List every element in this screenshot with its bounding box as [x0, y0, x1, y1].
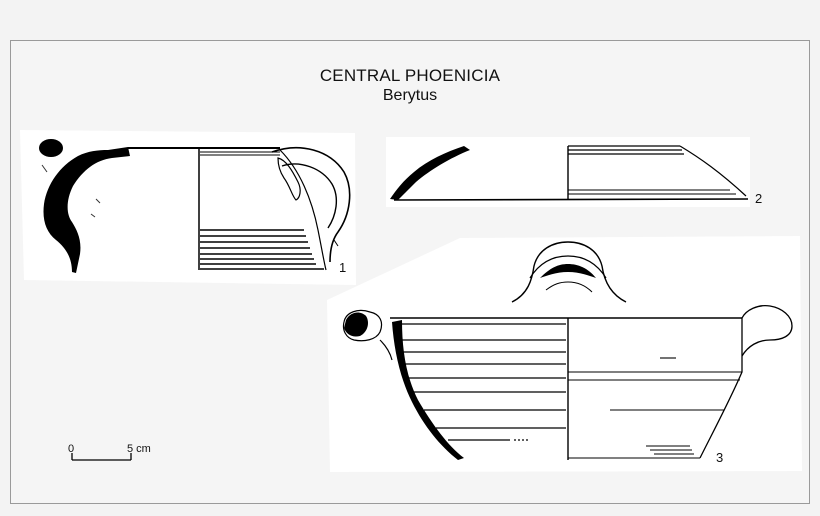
vessel-3-right-handle	[741, 304, 793, 357]
vessel-1-handle-attachment	[277, 157, 301, 201]
vessel-3-left-lug	[342, 309, 383, 342]
vessel-3-inner-bands	[402, 323, 566, 441]
figure-3-number: 3	[716, 450, 723, 465]
vessel-3-wall-section	[392, 320, 464, 460]
vessel-3-left-lug-joint	[379, 339, 393, 361]
plate-subtitle: Berytus	[382, 87, 438, 104]
scale-bar-start-label: 0	[68, 443, 74, 455]
vessel-3-handle-top-middle	[529, 255, 607, 279]
vessel-3-outer-bands	[568, 357, 742, 459]
vessel-2-outer-wall	[679, 145, 747, 197]
vessel-1-outer-wall	[279, 149, 327, 271]
vessel-1-sheet	[20, 130, 356, 285]
vessel-3-handle-inner	[545, 281, 593, 293]
vessel-3-handle-section	[540, 264, 596, 278]
vessel-1-tick	[41, 164, 48, 173]
vessel-1-handle-outer	[271, 146, 351, 263]
vessel-2-base-line	[393, 198, 749, 201]
vessel-1-bands	[200, 229, 324, 270]
title-block: CENTRAL PHOENICIA Berytus	[0, 66, 820, 106]
vessel-3-handle-top-outer	[511, 241, 627, 303]
vessel-2-drawing: 2	[386, 137, 762, 207]
vessel-1-tick	[95, 198, 101, 204]
figure-2-number: 2	[755, 191, 762, 206]
scale-bar-end-label: 5 cm	[127, 443, 151, 455]
vessel-2-wall-section	[390, 146, 470, 200]
figure-1-number: 1	[339, 260, 346, 275]
vessel-3-outer-wall	[699, 318, 743, 459]
vessel-1-drawing: 1	[20, 130, 356, 285]
vessel-1-wall-section	[43, 147, 130, 273]
vessel-3-lug-section	[344, 312, 368, 337]
scale-bar: 0 5 cm	[68, 443, 151, 461]
plate-title: CENTRAL PHOENICIA	[319, 66, 501, 85]
vessel-1-tick	[90, 213, 96, 218]
vessel-1-handle-inner	[281, 163, 338, 229]
vessel-1-rim-section	[39, 139, 63, 157]
vessel-1-tick	[333, 239, 339, 247]
vessel-3-sheet	[327, 236, 802, 472]
vessel-2-rim-lines	[568, 145, 684, 155]
vessel-2-base-bands	[568, 189, 736, 195]
vessel-3-drawing: 3	[327, 236, 802, 472]
